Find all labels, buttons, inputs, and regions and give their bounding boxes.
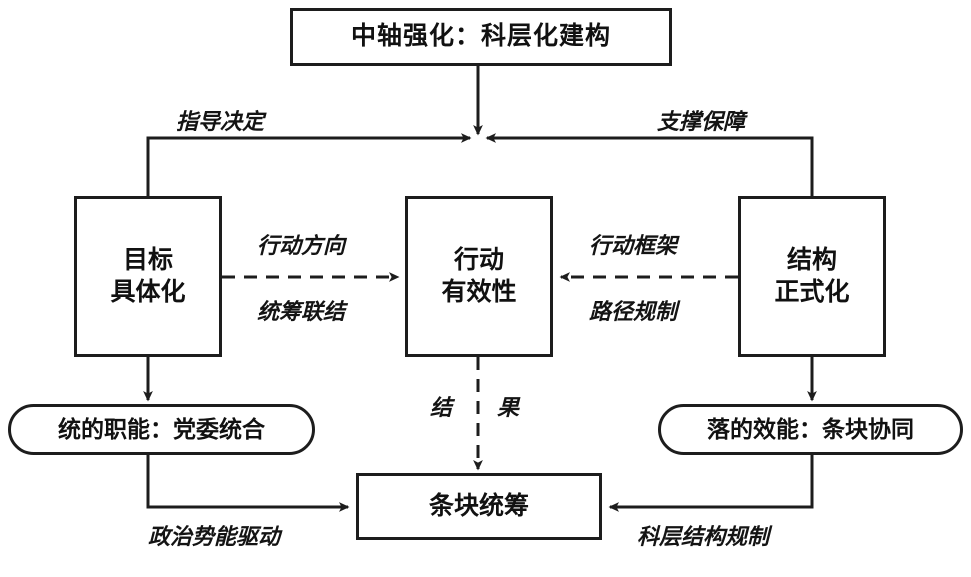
edge-label-path-regulation: 路径规制	[589, 299, 678, 324]
node-block-efficacy[interactable]: 落的效能：条块协同	[658, 404, 963, 455]
edge-party-to-overall	[146, 455, 350, 512]
edge-structure-to-hub	[485, 133, 814, 196]
node-structure-formalization[interactable]: 结构 正式化	[738, 196, 886, 357]
node-overall-coordination[interactable]: 条块统筹	[356, 473, 602, 540]
node-action-effectiveness[interactable]: 行动 有效性	[405, 196, 553, 357]
edge-label-guide-decision: 指导决定	[176, 109, 265, 134]
node-axis-strengthening-label: 中轴强化：科层化建构	[350, 22, 611, 51]
edge-label-political-energy-drive: 政治势能驱动	[148, 524, 281, 549]
node-axis-strengthening[interactable]: 中轴强化：科层化建构	[290, 8, 672, 66]
edge-label-result-left: 结	[430, 395, 453, 420]
node-goal-specification[interactable]: 目标 具体化	[74, 196, 222, 357]
node-party-function[interactable]: 统的职能：党委统合	[8, 404, 315, 455]
edge-goal-to-hub	[146, 133, 472, 196]
edge-block-to-overall	[608, 455, 814, 512]
node-goal-specification-label: 目标 具体化	[110, 246, 186, 306]
node-block-efficacy-label: 落的效能：条块协同	[707, 416, 914, 443]
node-action-effectiveness-label: 行动 有效性	[441, 246, 517, 306]
edge-label-support-guarantee: 支撑保障	[657, 109, 746, 134]
edge-label-result-right: 果	[497, 395, 520, 420]
node-overall-coordination-label: 条块统筹	[428, 491, 529, 520]
node-party-function-label: 统的职能：党委统合	[58, 416, 265, 443]
edge-label-bureaucratic-structure-regulation: 科层结构规制	[637, 524, 770, 549]
edge-label-action-direction: 行动方向	[257, 233, 346, 258]
node-structure-formalization-label: 结构 正式化	[774, 246, 850, 306]
edge-label-coordinated-link: 统筹联结	[257, 299, 346, 324]
edge-label-action-framework: 行动框架	[589, 233, 678, 258]
